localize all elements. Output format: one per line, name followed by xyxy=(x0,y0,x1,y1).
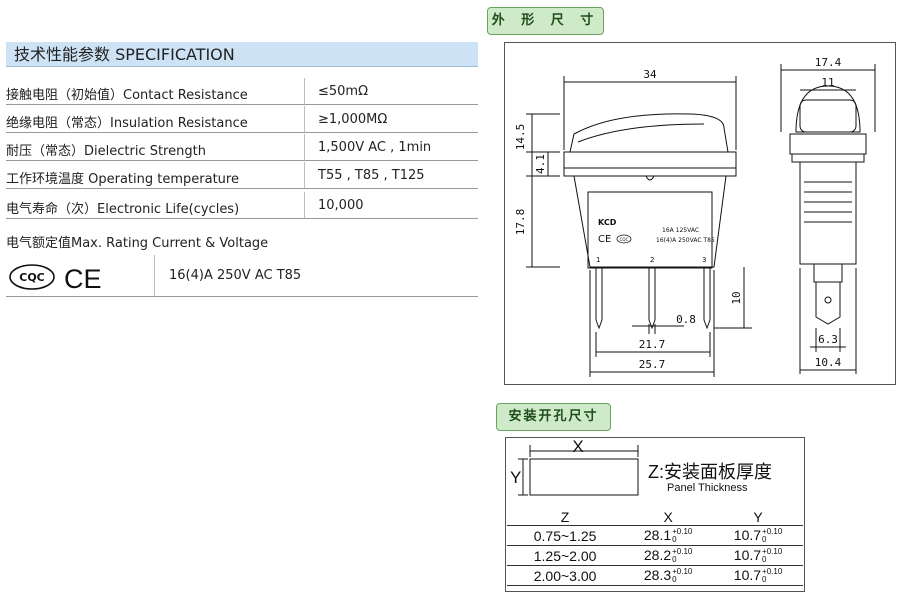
tol-upper: +0.10 xyxy=(672,567,693,577)
cutout-x-label: X xyxy=(572,437,583,456)
spec-value: 10,000 xyxy=(318,198,364,213)
spec-label: 耐压（常态）Dielectric Strength xyxy=(6,144,206,159)
spec-label: 绝缘电阻（常态）Insulation Resistance xyxy=(6,116,248,131)
spec-row-contact-resistance: 接触电阻（初始值）Contact Resistance ≤50mΩ xyxy=(6,78,478,105)
rating-row: CQC CE 16(4)A 250V AC T85 xyxy=(6,255,478,297)
header-y: Y xyxy=(713,509,803,526)
header-x: X xyxy=(623,509,714,526)
body-pin1: 1 xyxy=(596,256,600,264)
tol-upper: +0.10 xyxy=(762,527,783,537)
spec-label: 工作环境温度 Operating temperature xyxy=(6,172,239,187)
certification-logos: CQC CE xyxy=(9,264,102,291)
spec-value: ≤50mΩ xyxy=(318,84,369,99)
spec-label: 接触电阻（初始值）Contact Resistance xyxy=(6,88,248,103)
dim-h-body: 17.8 xyxy=(514,209,527,236)
dim-side-inner: 11 xyxy=(821,76,834,89)
tol-upper: +0.10 xyxy=(672,527,693,537)
panel-thickness-title: Z:安装面板厚度 xyxy=(648,462,772,482)
tol-lower: 0 xyxy=(762,575,767,585)
dim-h-mid: 4.1 xyxy=(534,154,547,174)
cutout-y-label: Y xyxy=(510,468,521,487)
dim-side-body: 10.4 xyxy=(815,356,842,369)
spec-row-dielectric-strength: 耐压（常态）Dielectric Strength 1,500V AC , 1m… xyxy=(6,134,478,161)
dim-side-w: 17.4 xyxy=(815,56,842,69)
cell-y-value: 10.7 xyxy=(733,546,762,563)
header-z: Z xyxy=(507,509,624,526)
cell-y-value: 10.7 xyxy=(733,566,762,583)
spec-row-electronic-life: 电气寿命（次）Electronic Life(cycles) 10,000 xyxy=(6,192,478,219)
panel-cutout-frame xyxy=(505,437,805,592)
outline-drawing: 34 14.5 4.1 17.8 10 0.8 21.7 25.7 17.4 1… xyxy=(514,56,876,377)
tol-upper: +0.10 xyxy=(762,567,783,577)
cell-z: 2.00~3.00 xyxy=(507,565,624,586)
tol-lower: 0 xyxy=(672,535,677,545)
tol-lower: 0 xyxy=(672,555,677,565)
dim-pin-len: 10 xyxy=(730,291,743,304)
cell-x-value: 28.1 xyxy=(643,526,672,543)
cell-y-value: 10.7 xyxy=(733,526,762,543)
tol-lower: 0 xyxy=(762,555,767,565)
cell-z: 0.75~1.25 xyxy=(507,525,624,546)
dim-side-pin: 6.3 xyxy=(818,333,838,346)
dim-pin-w: 0.8 xyxy=(676,313,696,326)
body-pin2: 2 xyxy=(650,256,654,264)
body-cqc-text: CQC xyxy=(620,237,629,242)
rating-value: 16(4)A 250V AC T85 xyxy=(169,268,302,283)
ce-logo: CE xyxy=(64,264,102,291)
outline-tab[interactable]: 外 形 尺 寸 xyxy=(487,7,604,35)
spec-row-insulation-resistance: 绝缘电阻（常态）Insulation Resistance ≥1,000MΩ xyxy=(6,106,478,133)
tol-upper: +0.10 xyxy=(672,547,693,557)
cell-x-value: 28.2 xyxy=(643,546,672,563)
panel-cutout-drawing: X Y xyxy=(510,437,639,496)
spec-row-operating-temperature: 工作环境温度 Operating temperature T55 , T85 ,… xyxy=(6,162,478,189)
body-rating1: 16A 125VAC xyxy=(662,227,699,234)
rating-title: 电气额定值Max. Rating Current & Voltage xyxy=(6,236,269,251)
cell-z: 1.25~2.00 xyxy=(507,545,624,566)
spec-value: T55 , T85 , T125 xyxy=(318,168,425,183)
body-cqc-mark: CQC xyxy=(616,234,632,244)
panel-thickness-subtitle: Panel Thickness xyxy=(667,482,748,494)
body-ce-mark: CE xyxy=(598,234,611,245)
dim-width-top: 34 xyxy=(643,68,657,81)
tol-upper: +0.10 xyxy=(762,547,783,557)
cqc-logo: CQC xyxy=(9,264,55,290)
body-pin3: 3 xyxy=(702,256,706,264)
spec-label: 电气寿命（次）Electronic Life(cycles) xyxy=(6,202,240,217)
outline-drawing-frame xyxy=(504,42,896,385)
spec-value: 1,500V AC , 1min xyxy=(318,140,432,155)
cqc-logo-text: CQC xyxy=(19,271,45,284)
tol-lower: 0 xyxy=(762,535,767,545)
body-brand: KCD xyxy=(598,218,617,227)
dim-pin-span: 21.7 xyxy=(639,338,666,351)
cell-x-value: 28.3 xyxy=(643,566,672,583)
spec-value: ≥1,000MΩ xyxy=(318,112,388,127)
tol-lower: 0 xyxy=(672,575,677,585)
dim-body-w: 25.7 xyxy=(639,358,666,371)
spec-title: 技术性能参数 SPECIFICATION xyxy=(6,42,478,67)
panel-cutout-tab[interactable]: 安装开孔尺寸 xyxy=(496,403,611,431)
dim-h-upper: 14.5 xyxy=(514,124,527,151)
table-header-row: Z X Y xyxy=(507,509,803,526)
body-rating2: 16(4)A 250VAC T85 xyxy=(656,237,715,244)
